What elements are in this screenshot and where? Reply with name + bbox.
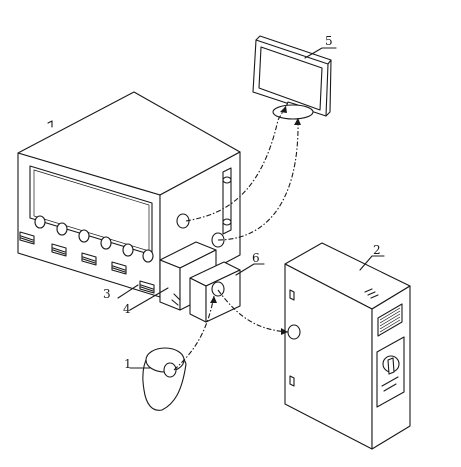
module-port <box>211 281 225 297</box>
cabinet-port <box>287 324 301 340</box>
label-2: 2 <box>373 243 381 257</box>
cabinet-grille <box>377 303 403 337</box>
monitor <box>252 35 332 120</box>
leader-lines <box>117 47 385 369</box>
knob-row <box>34 215 154 263</box>
label-4: 4 <box>123 302 131 316</box>
main-cabinet <box>17 91 241 298</box>
label-3: 3 <box>103 287 111 301</box>
label-6: 6 <box>252 251 260 265</box>
connection-lines <box>173 105 299 371</box>
cabinet-switch-panel <box>376 336 405 408</box>
label-5: 5 <box>325 34 333 48</box>
arrowheads <box>210 106 301 335</box>
label-1: 1 <box>124 357 132 371</box>
control-cabinet <box>284 242 411 450</box>
port-row <box>19 231 155 294</box>
handheld-probe <box>142 347 187 411</box>
